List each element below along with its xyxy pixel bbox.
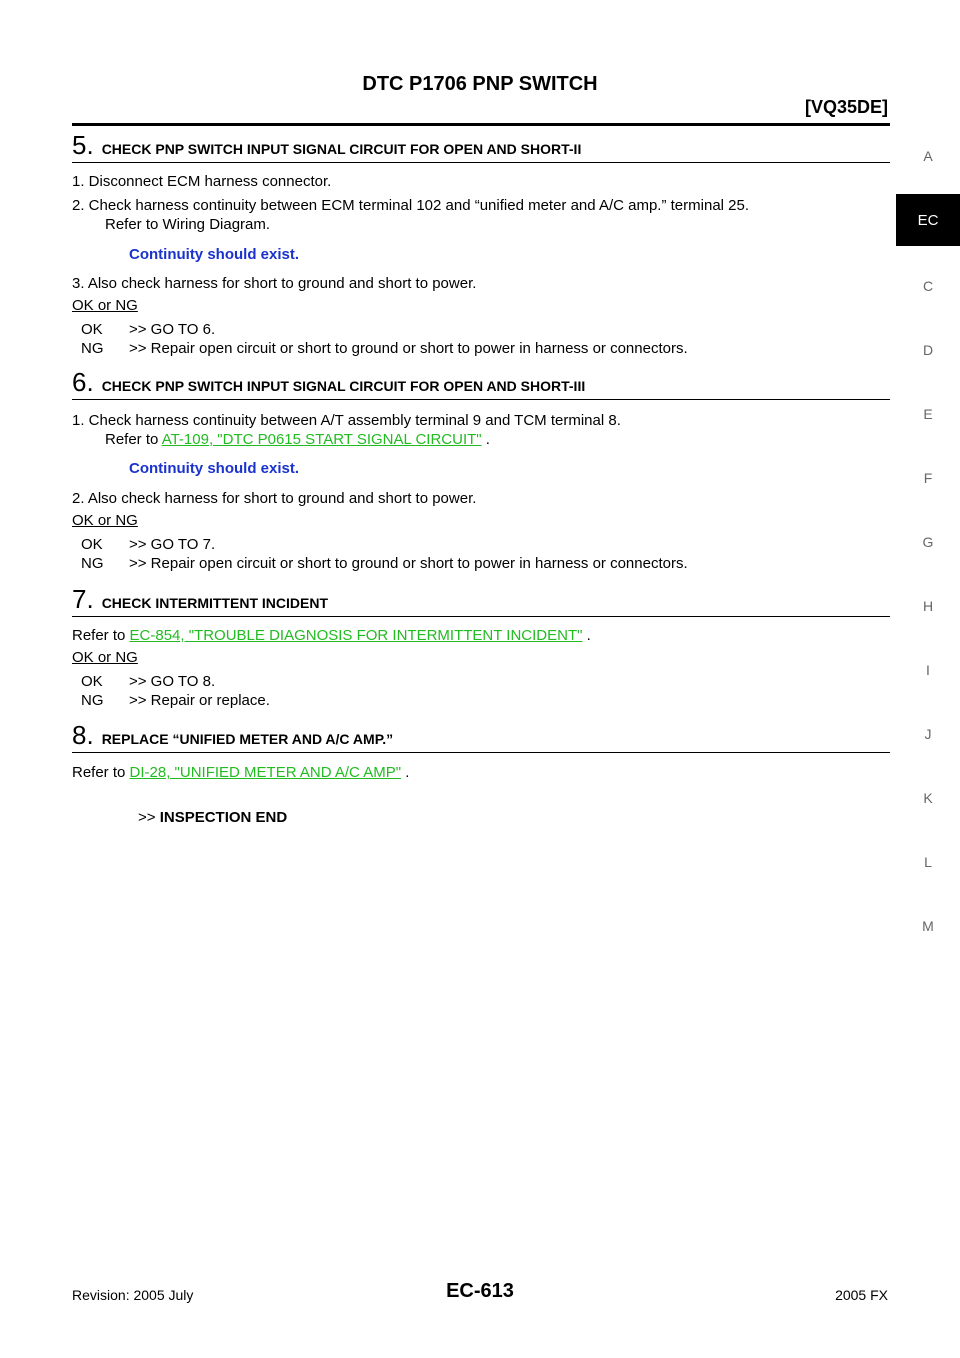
ec-854-link[interactable]: EC-854, "TROUBLE DIAGNOSIS FOR INTERMITT… — [129, 627, 583, 644]
step-divider — [72, 752, 890, 753]
end-arrow: >> — [138, 809, 156, 826]
step-7-refer: Refer to EC-854, "TROUBLE DIAGNOSIS FOR … — [72, 626, 591, 645]
ok-label: OK — [81, 321, 103, 338]
refer-prefix: Refer to — [105, 431, 159, 448]
step-5-item-2-refer: Refer to Wiring Diagram. — [105, 216, 271, 233]
section-tab-m[interactable]: M — [922, 918, 934, 934]
step-5-heading: 5. CHECK PNP SWITCH INPUT SIGNAL CIRCUIT … — [72, 130, 890, 161]
section-tab-c[interactable]: C — [922, 278, 934, 294]
refer-suffix: . — [485, 431, 490, 448]
refer-prefix: Refer to — [72, 627, 126, 644]
step-5-item-1: 1. Disconnect ECM harness connector. — [72, 173, 332, 190]
section-tab-l[interactable]: L — [924, 854, 932, 870]
ng-label: NG — [81, 555, 104, 572]
ok-action: >> GO TO 7. — [129, 536, 216, 553]
step-5-spec: Continuity should exist. — [129, 246, 300, 263]
step-6-heading: 6. CHECK PNP SWITCH INPUT SIGNAL CIRCUIT … — [72, 367, 890, 398]
step-divider — [72, 616, 890, 617]
vehicle-model: 2005 FX — [835, 1287, 888, 1303]
section-tab-i[interactable]: I — [926, 662, 930, 678]
ng-action: >> Repair or replace. — [129, 692, 270, 709]
step-5-ng-result: NG >> Repair open circuit or short to gro… — [81, 340, 688, 357]
section-tab-h[interactable]: H — [922, 598, 934, 614]
ng-action: >> Repair open circuit or short to groun… — [129, 555, 688, 572]
refer-prefix: Refer to — [72, 764, 126, 781]
step-6-ok-or-ng: OK or NG — [72, 512, 138, 529]
section-tab-g[interactable]: G — [922, 534, 934, 550]
step-number: 6. — [72, 367, 94, 397]
refer-suffix: . — [405, 764, 410, 781]
ng-action: >> Repair open circuit or short to groun… — [129, 340, 688, 357]
section-tab-f[interactable]: F — [923, 470, 933, 486]
revision-date: Revision: 2005 July — [72, 1287, 194, 1303]
step-7-heading: 7. CHECK INTERMITTENT INCIDENT — [72, 584, 890, 615]
step-number: 7. — [72, 584, 94, 614]
step-title: CHECK PNP SWITCH INPUT SIGNAL CIRCUIT FO… — [101, 141, 582, 157]
section-tab-ec-active[interactable]: EC — [896, 194, 960, 246]
step-6-ok-result: OK >> GO TO 7. — [81, 536, 215, 553]
di-28-link[interactable]: DI-28, "UNIFIED METER AND A/C AMP" — [129, 764, 402, 781]
step-divider — [72, 162, 890, 163]
section-tab-d[interactable]: D — [922, 342, 934, 358]
ok-action: >> GO TO 6. — [129, 321, 216, 338]
step-number: 8. — [72, 720, 94, 750]
step-7-ng-result: NG >> Repair or replace. — [81, 692, 270, 709]
step-5-item-2: 2. Check harness continuity between ECM … — [72, 197, 750, 214]
engine-model: [VQ35DE] — [804, 97, 888, 117]
section-tab-k[interactable]: K — [923, 790, 933, 806]
step-number: 5. — [72, 130, 94, 160]
at-109-link[interactable]: AT-109, "DTC P0615 START SIGNAL CIRCUIT" — [161, 431, 482, 448]
ok-action: >> GO TO 8. — [129, 673, 216, 690]
page-number: EC-613 — [446, 1280, 514, 1302]
header-rule — [72, 123, 890, 126]
step-5-item-3: 3. Also check harness for short to groun… — [72, 275, 477, 292]
ng-label: NG — [81, 340, 104, 357]
step-divider — [72, 399, 890, 400]
step-5-ok-result: OK >> GO TO 6. — [81, 321, 215, 338]
ok-label: OK — [81, 536, 103, 553]
step-8-heading: 8. REPLACE “UNIFIED METER AND A/C AMP.” — [72, 720, 890, 751]
step-5-ok-or-ng: OK or NG — [72, 297, 138, 314]
step-7-ok-result: OK >> GO TO 8. — [81, 673, 215, 690]
step-6-refer: Refer to AT-109, "DTC P0615 START SIGNAL… — [105, 430, 490, 449]
step-6-ng-result: NG >> Repair open circuit or short to gro… — [81, 555, 688, 572]
step-6-item-2: 2. Also check harness for short to groun… — [72, 490, 477, 507]
step-title: REPLACE “UNIFIED METER AND A/C AMP.” — [101, 731, 394, 747]
section-tab-a[interactable]: A — [923, 148, 933, 164]
end-text: INSPECTION END — [159, 809, 288, 826]
step-7-ok-or-ng: OK or NG — [72, 649, 138, 666]
step-6-spec: Continuity should exist. — [129, 460, 300, 477]
ng-label: NG — [81, 692, 104, 709]
section-tab-j[interactable]: J — [924, 726, 932, 742]
section-tab-e[interactable]: E — [923, 406, 933, 422]
step-6-item-1: 1. Check harness continuity between A/T … — [72, 412, 621, 429]
step-8-refer: Refer to DI-28, "UNIFIED METER AND A/C A… — [72, 763, 409, 782]
ok-label: OK — [81, 673, 103, 690]
refer-suffix: . — [586, 627, 591, 644]
step-title: CHECK INTERMITTENT INCIDENT — [101, 595, 329, 611]
page-title: DTC P1706 PNP SWITCH — [362, 73, 598, 95]
inspection-end: >> INSPECTION END — [138, 809, 287, 826]
step-title: CHECK PNP SWITCH INPUT SIGNAL CIRCUIT FO… — [101, 378, 586, 394]
